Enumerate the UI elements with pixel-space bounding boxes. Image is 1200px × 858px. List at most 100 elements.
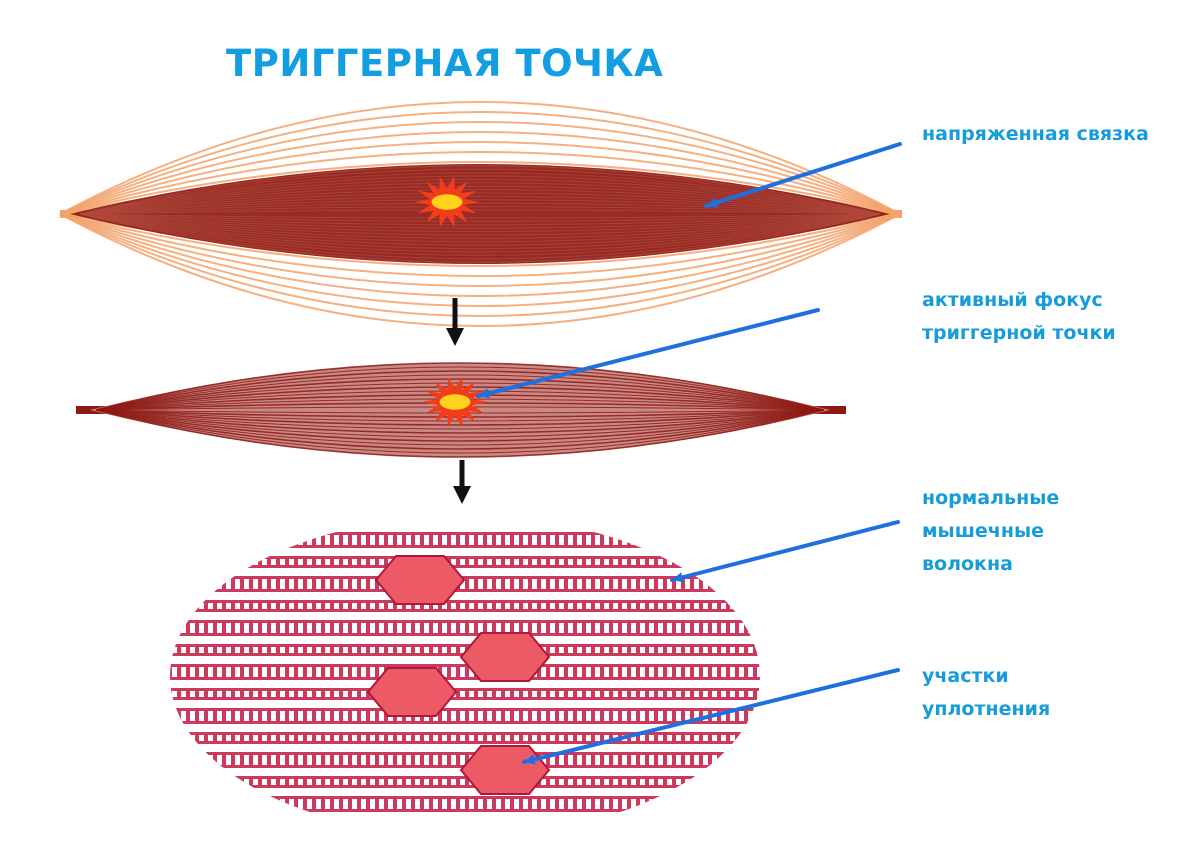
sarcomere-gap bbox=[163, 535, 168, 545]
sarcomere-gap bbox=[667, 735, 672, 741]
sarcomere-gap bbox=[163, 559, 168, 565]
fiber-row bbox=[170, 732, 771, 744]
sarcomere-gap bbox=[595, 559, 600, 565]
sarcomere-gap bbox=[559, 535, 564, 545]
sarcomere-gap bbox=[379, 799, 384, 809]
sarcomere-gap bbox=[568, 623, 573, 633]
core-fiber-line bbox=[79, 189, 881, 215]
sarcomere-gap bbox=[298, 755, 303, 765]
sarcomere-gap bbox=[235, 667, 240, 677]
sarcomere-gap bbox=[550, 691, 555, 697]
sarcomere-gap bbox=[316, 647, 321, 653]
sarcomere-gap bbox=[280, 779, 285, 785]
sarcomere-gap bbox=[226, 667, 231, 677]
sarcomere-gap bbox=[415, 623, 420, 633]
sarcomere-gap bbox=[721, 667, 726, 677]
sarcomere-gap bbox=[235, 711, 240, 721]
sarcomere-gap bbox=[298, 579, 303, 589]
sarcomere-gap bbox=[658, 559, 663, 565]
sarcomere-gap bbox=[163, 755, 168, 765]
sarcomere-gap bbox=[478, 691, 483, 697]
sarcomere-gap bbox=[253, 647, 258, 653]
label-taut-band-line-1: напряженная связка bbox=[922, 123, 1149, 145]
sarcomere-gap bbox=[370, 603, 375, 609]
sarcomere-gap bbox=[667, 603, 672, 609]
sarcomere-gap bbox=[352, 623, 357, 633]
core-fiber-line bbox=[79, 213, 881, 229]
sarcomere-gap bbox=[712, 647, 717, 653]
sarcomere-gap bbox=[487, 535, 492, 545]
sarcomere-gap bbox=[289, 711, 294, 721]
sarcomere-gap bbox=[352, 579, 357, 589]
sarcomere-gap bbox=[739, 735, 744, 741]
sarcomere-gap bbox=[685, 779, 690, 785]
sarcomere-gap bbox=[280, 623, 285, 633]
sarcomere-gap bbox=[640, 667, 645, 677]
sarcomere-gap bbox=[316, 755, 321, 765]
sarcomere-gap bbox=[703, 603, 708, 609]
sarcomere-gap bbox=[640, 691, 645, 697]
sarcomere-gap bbox=[559, 711, 564, 721]
sarcomere-gap bbox=[514, 711, 519, 721]
sarcomere-gap bbox=[226, 579, 231, 589]
sarcomere-gap bbox=[514, 579, 519, 589]
pointer-active-focus bbox=[476, 308, 820, 399]
sarcomere-gap bbox=[379, 647, 384, 653]
flow-arrow-1 bbox=[446, 298, 464, 346]
sarcomere-gap bbox=[568, 603, 573, 609]
sarcomere-gap bbox=[415, 603, 420, 609]
sarcomere-gap bbox=[316, 779, 321, 785]
sarcomere-gap bbox=[766, 779, 771, 785]
sarcomere-gap bbox=[658, 691, 663, 697]
sarcomere-gap bbox=[748, 623, 753, 633]
sarcomere-gap bbox=[766, 735, 771, 741]
sarcomere-gap bbox=[208, 559, 213, 565]
sarcomere-gap bbox=[226, 535, 231, 545]
sarcomere-gap bbox=[217, 735, 222, 741]
sarcomere-gap bbox=[244, 579, 249, 589]
sarcomere-gap bbox=[748, 667, 753, 677]
sarcomere-gap bbox=[496, 603, 501, 609]
sarcomere-gap bbox=[226, 755, 231, 765]
sarcomere-gap bbox=[262, 779, 267, 785]
label-normal-fibers-line-3: волокна bbox=[922, 553, 1013, 575]
sarcomere-gap bbox=[190, 535, 195, 545]
sarcomere-gap bbox=[523, 579, 528, 589]
sarcomere-gap bbox=[748, 799, 753, 809]
sarcomere-gap bbox=[253, 667, 258, 677]
sarcomere-gap bbox=[739, 667, 744, 677]
sarcomere-gap bbox=[613, 623, 618, 633]
fiber-row bbox=[170, 576, 771, 592]
sarcomere-gap bbox=[343, 559, 348, 565]
sarcomere-gap bbox=[694, 603, 699, 609]
sarcomere-gap bbox=[289, 535, 294, 545]
sarcomere-gap bbox=[361, 691, 366, 697]
sarcomere-gap bbox=[352, 711, 357, 721]
sarcomere-gap bbox=[460, 559, 465, 565]
sarcomere-gap bbox=[766, 579, 771, 589]
sarcomere-gap bbox=[217, 755, 222, 765]
sarcomere-gap bbox=[217, 711, 222, 721]
sarcomere-gap bbox=[244, 779, 249, 785]
core-fiber-line bbox=[79, 182, 881, 215]
sarcomere-gap bbox=[532, 559, 537, 565]
sarcomere-gap bbox=[685, 691, 690, 697]
bundle-fiber-line bbox=[95, 409, 825, 446]
sarcomere-gap bbox=[613, 779, 618, 785]
sarcomere-gap bbox=[694, 559, 699, 565]
sarcomere-gap bbox=[199, 579, 204, 589]
sarcomere-gap bbox=[280, 735, 285, 741]
sarcomere-gap bbox=[559, 779, 564, 785]
sarcomere-gap bbox=[550, 779, 555, 785]
core-fiber-line bbox=[79, 213, 881, 256]
trigger-burst-top-core bbox=[431, 194, 463, 210]
sarcomere-gap bbox=[721, 623, 726, 633]
sarcomere-gap bbox=[550, 711, 555, 721]
sarcomere-gap bbox=[271, 647, 276, 653]
sarcomere-gap bbox=[415, 799, 420, 809]
sarcomere-gap bbox=[730, 535, 735, 545]
sarcomere-gap bbox=[487, 559, 492, 565]
sarcomere-gap bbox=[559, 667, 564, 677]
sarcomere-gap bbox=[289, 755, 294, 765]
sarcomere-gap bbox=[775, 799, 780, 809]
